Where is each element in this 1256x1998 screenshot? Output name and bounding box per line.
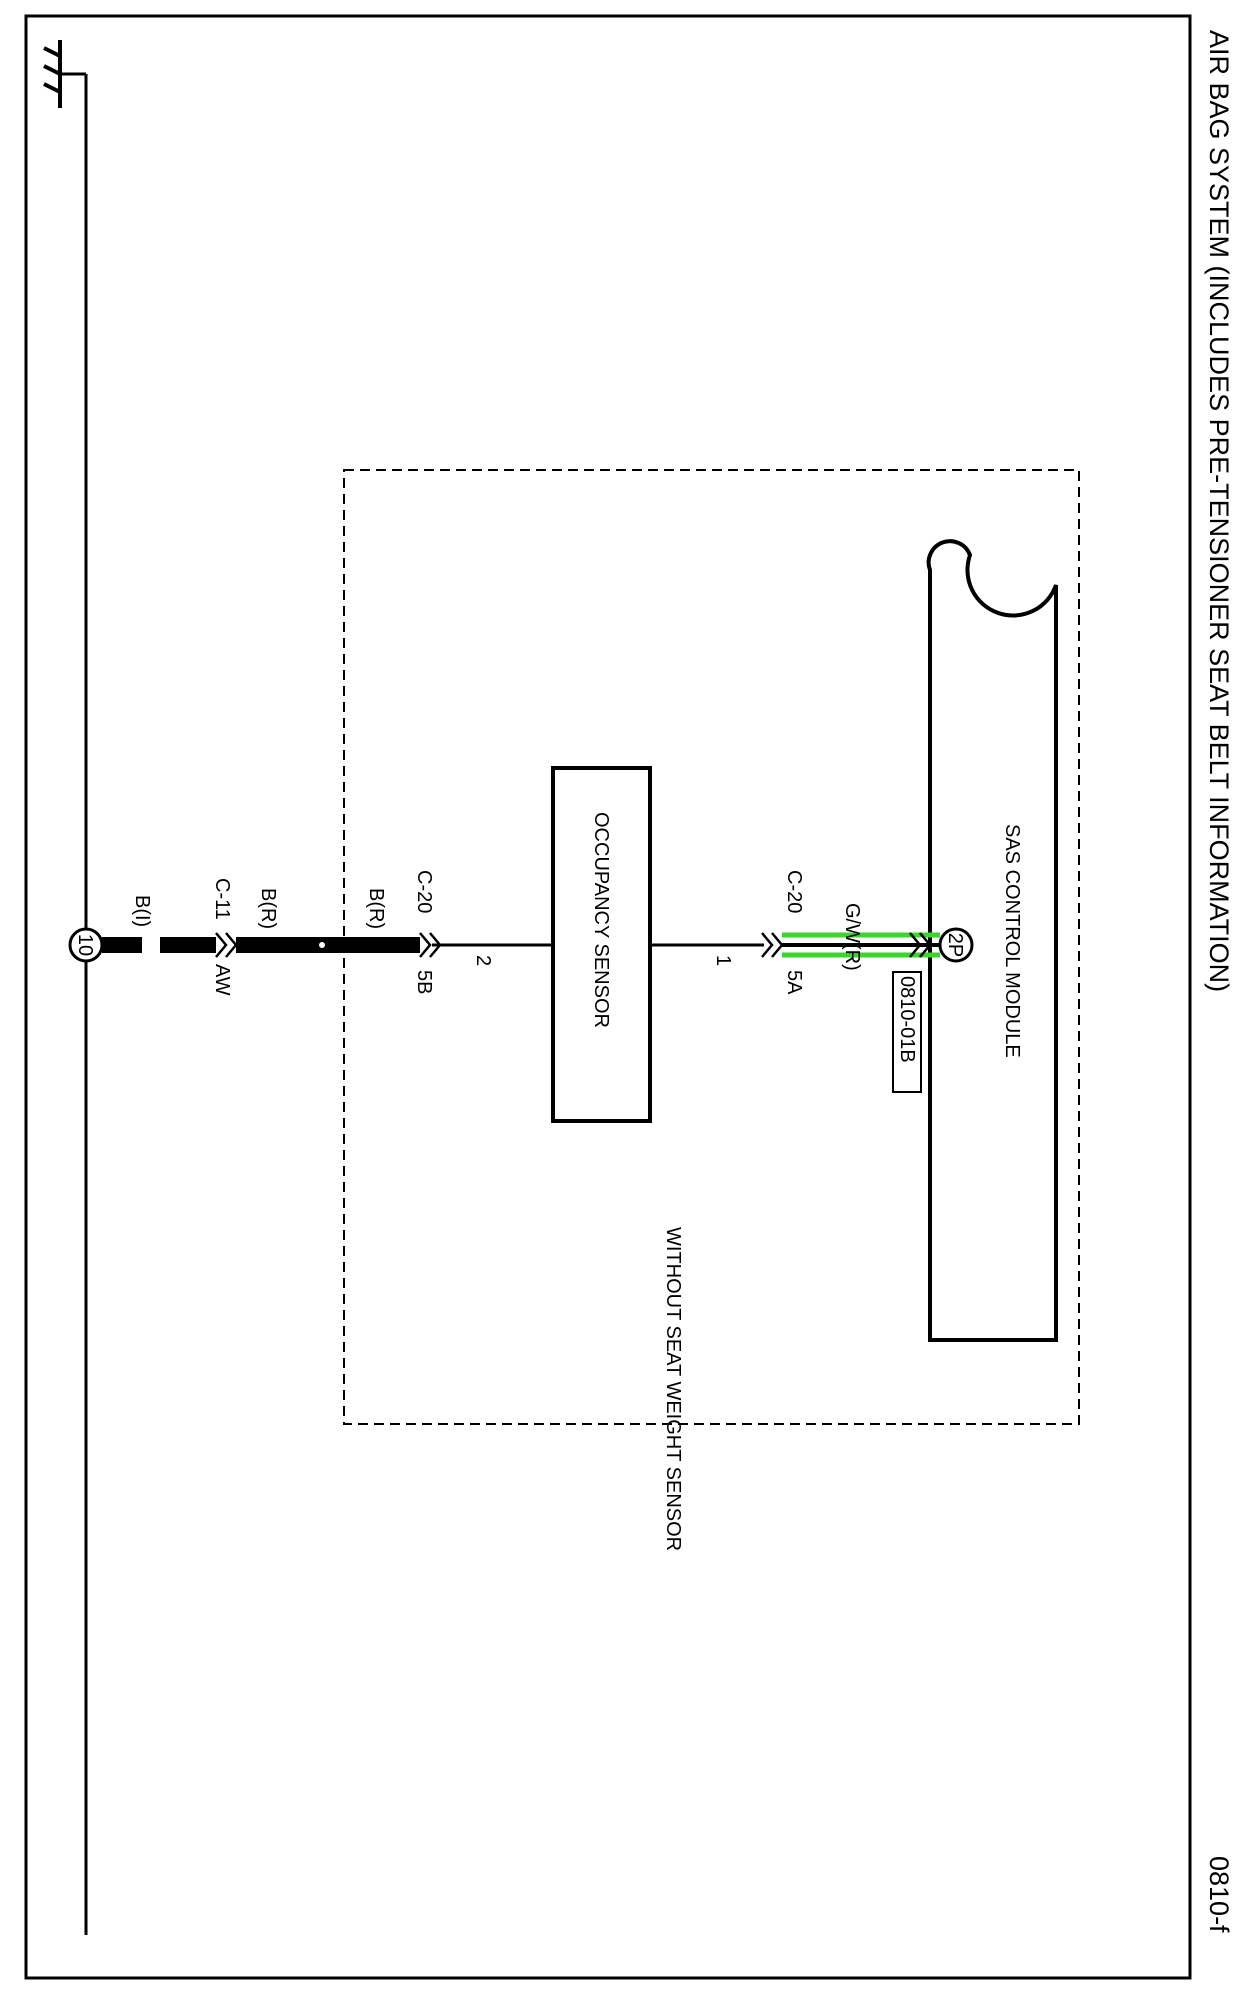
wire-bi-segment [102, 937, 142, 953]
sas-control-module-label: SAS CONTROL MODULE [1001, 824, 1023, 1058]
wire-c11-segment [236, 937, 286, 953]
connector-chevron-icon [919, 932, 932, 958]
occupancy-sensor-label: OCCUPANCY SENSOR [590, 812, 612, 1028]
connector-c20-5a-chevron-icon [761, 932, 774, 958]
connector-c11-pin: AW [211, 964, 233, 996]
connector-c20-5b-chevron-icon [419, 932, 432, 958]
region-label: WITHOUT SEAT WEIGHT SENSOR [662, 1227, 684, 1551]
splice-point-icon [319, 942, 325, 948]
wire-br-label-lower: B(R) [365, 888, 387, 929]
connector-c20-5a-chevron-icon [771, 932, 784, 958]
ground-point-number: 10 [74, 934, 96, 956]
wire-br-label-c11: B(R) [257, 888, 279, 929]
connector-c11-name: C-11 [211, 878, 233, 920]
wire-gw-label: G/W(R) [841, 903, 863, 971]
sensor-pin-2: 2 [472, 955, 494, 966]
page-frame [24, 14, 1192, 1980]
sas-control-module-box [926, 539, 1058, 1342]
connector-c20-upper-name: C-20 [783, 870, 805, 913]
ground-symbol-icon [43, 40, 86, 108]
sensor-pin-1: 1 [712, 955, 734, 966]
page-code: 0810-f [1204, 1856, 1234, 1933]
diagram-title: AIR BAG SYSTEM (INCLUDES PRE-TENSIONER S… [1204, 30, 1234, 992]
wire-bi-label: B(I) [131, 895, 153, 927]
module-ref-box [892, 971, 922, 1093]
module-connector-2p-label: 2P [944, 933, 966, 957]
wire-gw-highlight [782, 932, 940, 958]
connector-c11-chevron-icon [215, 932, 228, 958]
connector-c20-lower-name: C-20 [413, 870, 435, 913]
wire-br-segment [286, 937, 344, 953]
connector-c20-5b-chevron-icon [429, 932, 442, 958]
wire-br-segment [398, 937, 420, 953]
module-ref-label: 0810-01B [896, 976, 918, 1063]
wire-br-segment [344, 937, 398, 953]
occupancy-sensor-box [551, 766, 652, 1123]
wire-bi-segment [160, 937, 216, 953]
connector-chevron-icon [909, 932, 922, 958]
connector-c20-lower-pin: 5B [413, 970, 435, 994]
connector-c20-upper-pin: 5A [783, 970, 805, 995]
